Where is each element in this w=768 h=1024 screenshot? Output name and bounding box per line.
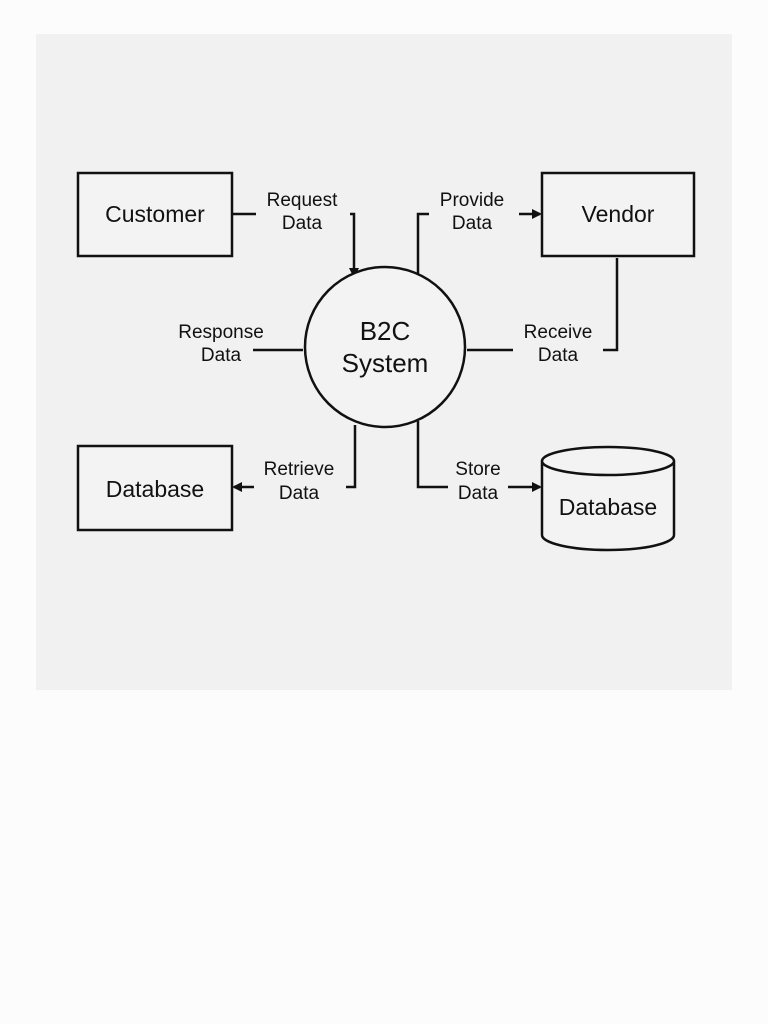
retrieve-data-label: Retrieve Data: [264, 459, 335, 504]
receive-label-backdrop: [513, 316, 603, 368]
vendor-entity: Vendor: [540, 171, 696, 258]
database-left-label: Database: [106, 476, 204, 502]
store-label-backdrop: [448, 454, 508, 506]
request-label-line1: Request: [267, 190, 338, 211]
database-right-store: Database: [540, 445, 676, 552]
store-label-line1: Store: [455, 459, 500, 480]
vendor-label: Vendor: [582, 201, 655, 227]
request-label-backdrop: [256, 184, 350, 236]
response-data-label: Response Data: [178, 322, 264, 366]
customer-label: Customer: [105, 201, 205, 227]
store-data-label: Store Data: [455, 459, 500, 504]
database-left-entity: Database: [76, 444, 234, 532]
receive-label-line2: Data: [538, 345, 579, 366]
database-right-label: Database: [559, 494, 657, 520]
receive-data-label: Receive Data: [524, 322, 593, 366]
system-title-line1: B2C: [360, 316, 411, 346]
store-label-line2: Data: [458, 483, 499, 504]
provide-label-line2: Data: [452, 213, 493, 234]
provide-label-backdrop: [429, 184, 519, 236]
system-title-line2: System: [342, 348, 429, 378]
retrieve-label-line2: Data: [279, 483, 320, 504]
response-label-line1: Response: [178, 322, 264, 343]
customer-entity: Customer: [76, 171, 234, 258]
request-label-line2: Data: [282, 213, 323, 234]
provide-label-line1: Provide: [440, 190, 504, 211]
retrieve-label-line1: Retrieve: [264, 459, 335, 480]
response-label-line2: Data: [201, 345, 242, 366]
b2c-system-process: B2C System: [303, 265, 467, 429]
receive-label-line1: Receive: [524, 322, 593, 343]
retrieve-label-backdrop: [254, 454, 346, 506]
request-data-label: Request Data: [267, 190, 338, 234]
provide-data-label: Provide Data: [440, 190, 504, 234]
